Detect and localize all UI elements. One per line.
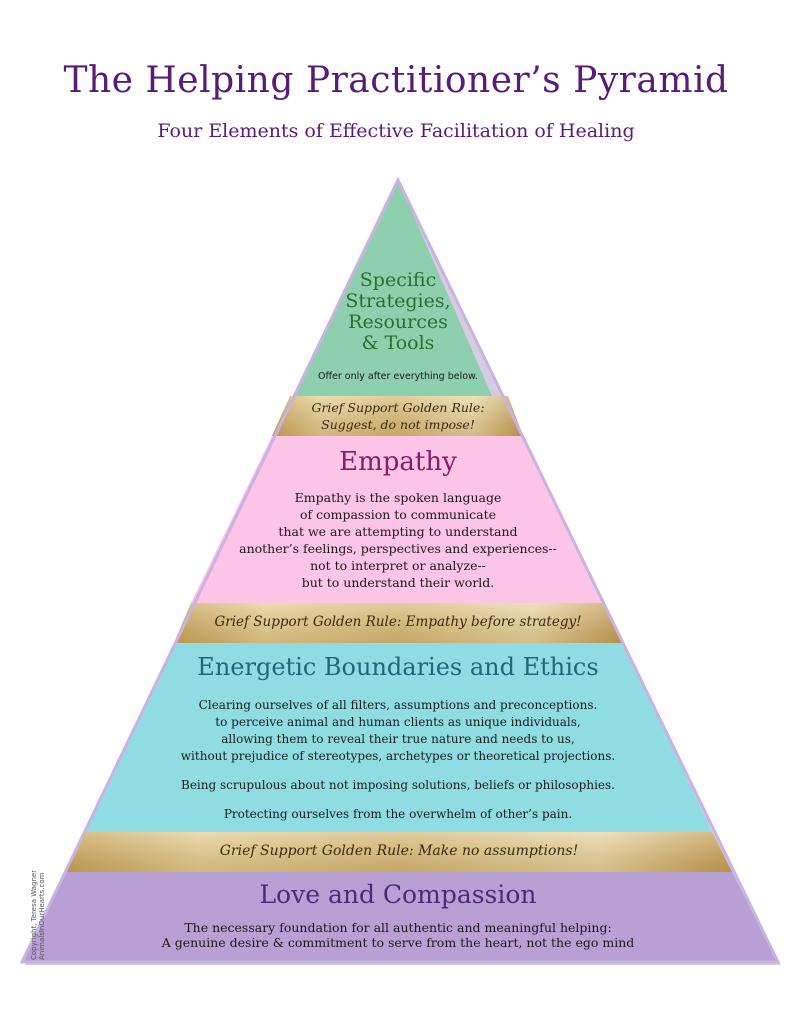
copyright-line: Copyright, Teresa Wagner — [30, 869, 38, 960]
page-subtitle: Four Elements of Effective Facilitation … — [157, 120, 635, 142]
rule3-text: Grief Support Golden Rule: Make no assum… — [219, 843, 579, 859]
boundaries-para3: Protecting ourselves from the overwhelm … — [223, 807, 573, 821]
empathy-body: Empathy is the spoken language of compas… — [200, 489, 596, 591]
tools-title-line: Specific — [359, 269, 437, 291]
boundaries-line: allowing them to reveal their true natur… — [221, 732, 575, 746]
empathy-line: that we are attempting to understand — [278, 524, 518, 539]
love-line: The necessary foundation for all authent… — [184, 920, 612, 935]
boundaries-body: Clearing ourselves of all filters, assum… — [120, 697, 676, 765]
tier-tools-shape — [293, 180, 492, 396]
rule2-text: Grief Support Golden Rule: Empathy befor… — [214, 614, 582, 630]
page-title: The Helping Practitioner’s Pyramid — [63, 60, 729, 101]
rule1-line: Grief Support Golden Rule: — [311, 400, 485, 415]
tools-title-line: Strategies, — [345, 290, 451, 312]
copyright-text: Copyright, Teresa Wagner AnimalsInOurHea… — [30, 870, 46, 960]
tier-love-shape — [22, 872, 778, 962]
love-body: The necessary foundation for all authent… — [90, 920, 706, 950]
tools-note: Offer only after everything below. — [318, 371, 478, 382]
tier-empathy-shape — [191, 436, 605, 603]
empathy-title: Empathy — [339, 447, 457, 477]
boundaries-line: without prejudice of stereotypes, archet… — [180, 749, 616, 763]
tools-title-line: & Tools — [361, 332, 435, 354]
empathy-line: but to understand their world. — [301, 575, 495, 590]
rule1-line: Suggest, do not impose! — [321, 417, 475, 432]
boundaries-para2: Being scrupulous about not imposing solu… — [181, 778, 615, 792]
boundaries-line: to perceive animal and human clients as … — [215, 715, 581, 729]
tools-title-line: Resources — [348, 311, 448, 333]
empathy-line: Empathy is the spoken language — [294, 490, 502, 505]
pyramid-outline — [19, 176, 781, 964]
tier-boundaries-shape — [86, 643, 712, 832]
love-line: A genuine desire & commitment to serve f… — [161, 935, 635, 950]
rule1-text: Grief Support Golden Rule: Suggest, do n… — [290, 399, 506, 433]
boundaries-title: Energetic Boundaries and Ethics — [197, 653, 599, 681]
love-title: Love and Compassion — [259, 880, 537, 909]
empathy-line: of compassion to communicate — [299, 507, 497, 522]
copyright-line: AnimalsInOurHearts.com — [38, 872, 46, 961]
empathy-line: not to interpret or analyze-- — [310, 558, 486, 573]
empathy-line: another’s feelings, perspectives and exp… — [239, 541, 557, 556]
tools-title: Specific Strategies, Resources & Tools — [298, 270, 498, 354]
boundaries-line: Clearing ourselves of all filters, assum… — [198, 698, 598, 712]
